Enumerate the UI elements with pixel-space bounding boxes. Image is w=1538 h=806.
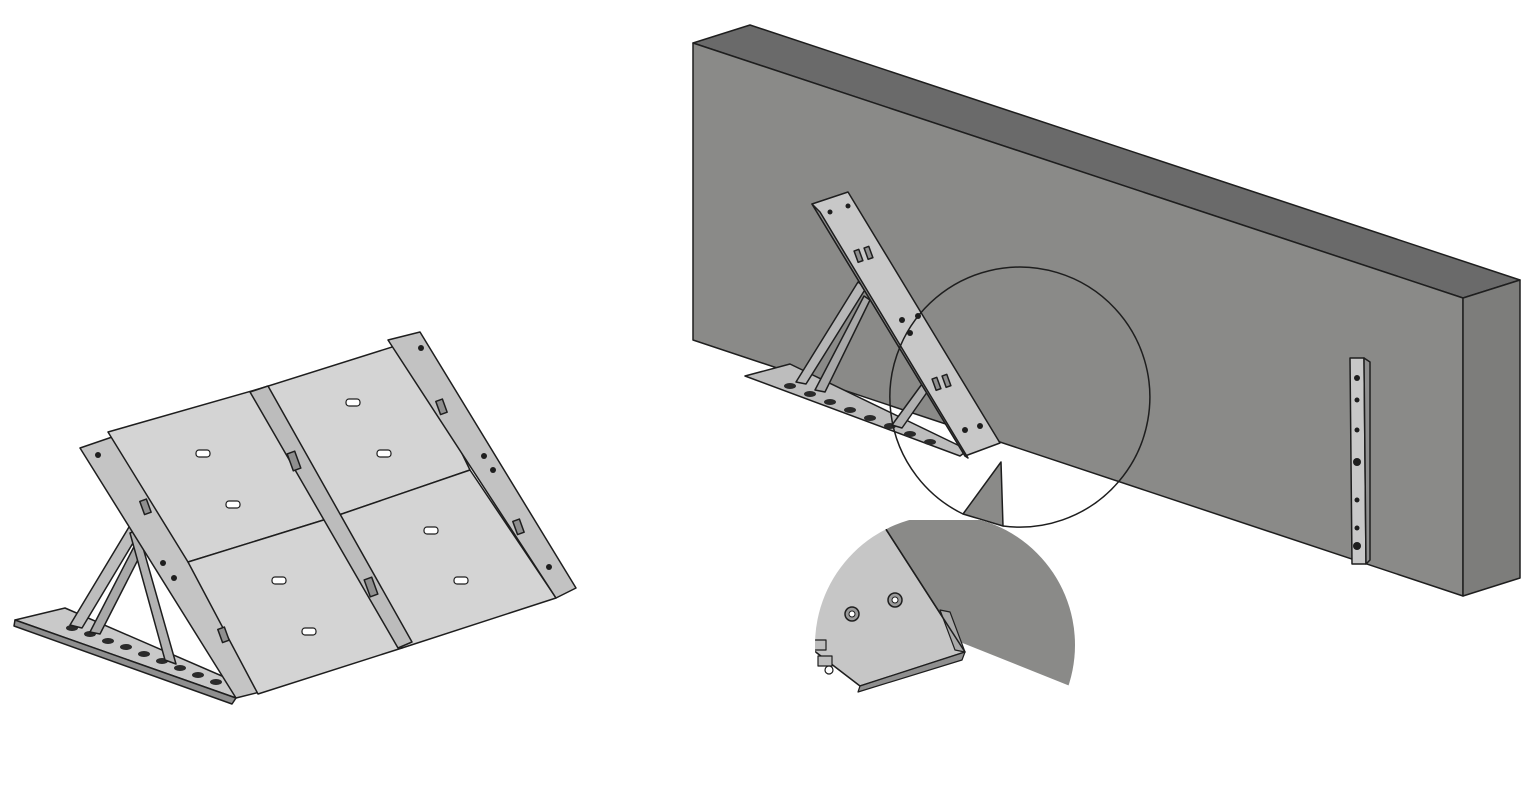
tilt-mount-bracket [744, 191, 1001, 459]
detail-bolt [887, 592, 903, 608]
callout-pointer [962, 461, 1004, 527]
wall-mount-installation [692, 24, 1521, 775]
concrete-wall [692, 24, 1521, 597]
front-frame-rail [387, 331, 577, 599]
panel-clamps [139, 398, 525, 644]
mounting-slots [195, 398, 469, 636]
assembled-panel-mount [13, 331, 577, 705]
vertical-wall-bracket [1349, 357, 1371, 565]
detail-bolt [844, 606, 860, 622]
wall-side-face [1462, 279, 1521, 597]
rail-holes [66, 625, 222, 685]
base-rail [13, 607, 246, 705]
frame-bolts [95, 345, 552, 581]
